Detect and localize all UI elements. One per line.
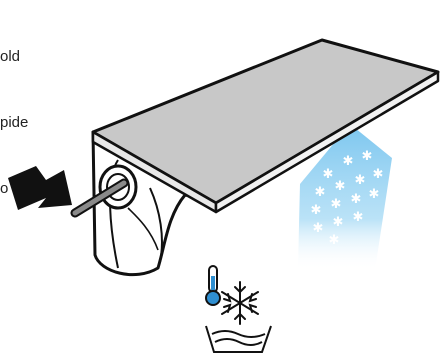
svg-text:✱: ✱	[373, 167, 384, 182]
svg-text:✱: ✱	[333, 215, 344, 230]
caption-line-2: pide	[0, 114, 29, 131]
svg-text:✱: ✱	[343, 154, 354, 169]
push-arrow-icon	[8, 166, 72, 210]
svg-text:✱: ✱	[369, 187, 380, 202]
svg-text:✱: ✱	[351, 192, 362, 207]
svg-text:✱: ✱	[323, 167, 334, 182]
cold-spray-icon: ✱✱✱ ✱✱✱✱ ✱✱✱✱ ✱✱✱ ✱	[298, 124, 392, 270]
release-rod	[70, 178, 129, 218]
caption-text: old pide o	[0, 2, 28, 222]
caption-line-1: old	[0, 48, 21, 65]
svg-text:✱: ✱	[311, 203, 322, 218]
svg-text:✱: ✱	[329, 233, 340, 248]
svg-text:✱: ✱	[335, 179, 346, 194]
caption-line-3: o	[0, 180, 9, 197]
svg-text:✱: ✱	[355, 173, 366, 188]
glass-shelf	[91, 38, 440, 214]
svg-text:✱: ✱	[313, 221, 324, 236]
svg-text:✱: ✱	[353, 210, 364, 225]
shelf-bracket	[91, 130, 217, 277]
thermometer-icon	[205, 265, 221, 306]
snowflake-icon	[221, 281, 259, 325]
svg-text:✱: ✱	[315, 185, 326, 200]
svg-text:✱: ✱	[331, 197, 342, 212]
svg-text:✱: ✱	[362, 149, 373, 164]
water-basin-icon	[205, 325, 272, 353]
